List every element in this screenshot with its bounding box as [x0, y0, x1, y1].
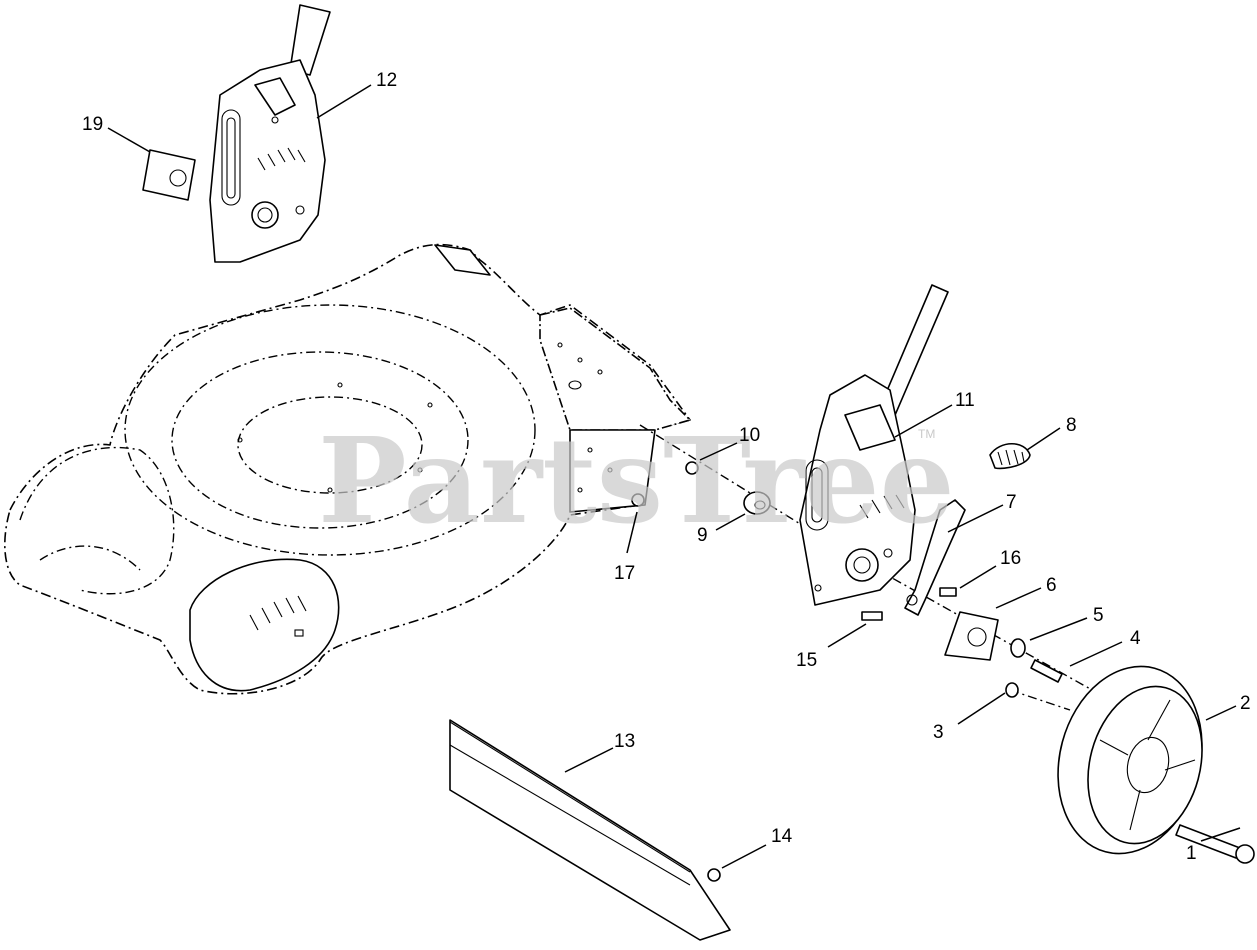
part-8-knob: [989, 442, 1031, 470]
part-1-shoulder-bolt: [1175, 824, 1255, 864]
mower-deck: [4, 243, 691, 695]
callout-1: 1: [1186, 843, 1197, 864]
part-19-bracket: [142, 149, 196, 201]
part-11-height-adjuster: [799, 284, 949, 606]
callout-17: 17: [614, 563, 635, 584]
axle-axis-line: [639, 424, 811, 531]
callout-14: 14: [771, 826, 793, 847]
callout-8: 8: [1066, 415, 1077, 436]
part-13-rear-flap: [449, 719, 731, 941]
part-14-screw: [707, 868, 721, 882]
part-17-nut: [631, 493, 645, 507]
part-3-washer: [1005, 682, 1019, 698]
callout-11: 11: [955, 390, 975, 411]
part-2-wheel: [1057, 665, 1203, 855]
part-15-bolt: [861, 611, 883, 621]
callout-2: 2: [1240, 693, 1251, 714]
part-16-bolt: [939, 587, 957, 597]
callout-19: 19: [82, 114, 103, 135]
callout-3: 3: [933, 722, 944, 743]
leader-lines: [107, 84, 1241, 869]
callout-16: 16: [1000, 548, 1021, 569]
callout-4: 4: [1130, 628, 1141, 649]
callout-5: 5: [1093, 605, 1104, 626]
part-4-bolt: [1030, 659, 1063, 683]
part-10-nut: [685, 461, 699, 475]
part-5-washer: [1010, 638, 1026, 658]
callout-12: 12: [376, 70, 397, 91]
callout-6: 6: [1046, 575, 1057, 596]
bolt-axis-line: [1009, 689, 1071, 711]
callout-9: 9: [697, 525, 708, 546]
part-6-plate: [944, 611, 999, 661]
callout-7: 7: [1006, 492, 1017, 513]
callout-13: 13: [614, 731, 635, 752]
callout-15: 15: [796, 650, 817, 671]
watermark-tm: TM: [918, 427, 935, 441]
watermark-text: PartsTree: [318, 411, 955, 550]
part-7-lever: [904, 499, 966, 616]
part-9-bushing: [743, 491, 771, 515]
callout-10: 10: [739, 425, 760, 446]
part-12-height-adjuster: [209, 4, 331, 263]
